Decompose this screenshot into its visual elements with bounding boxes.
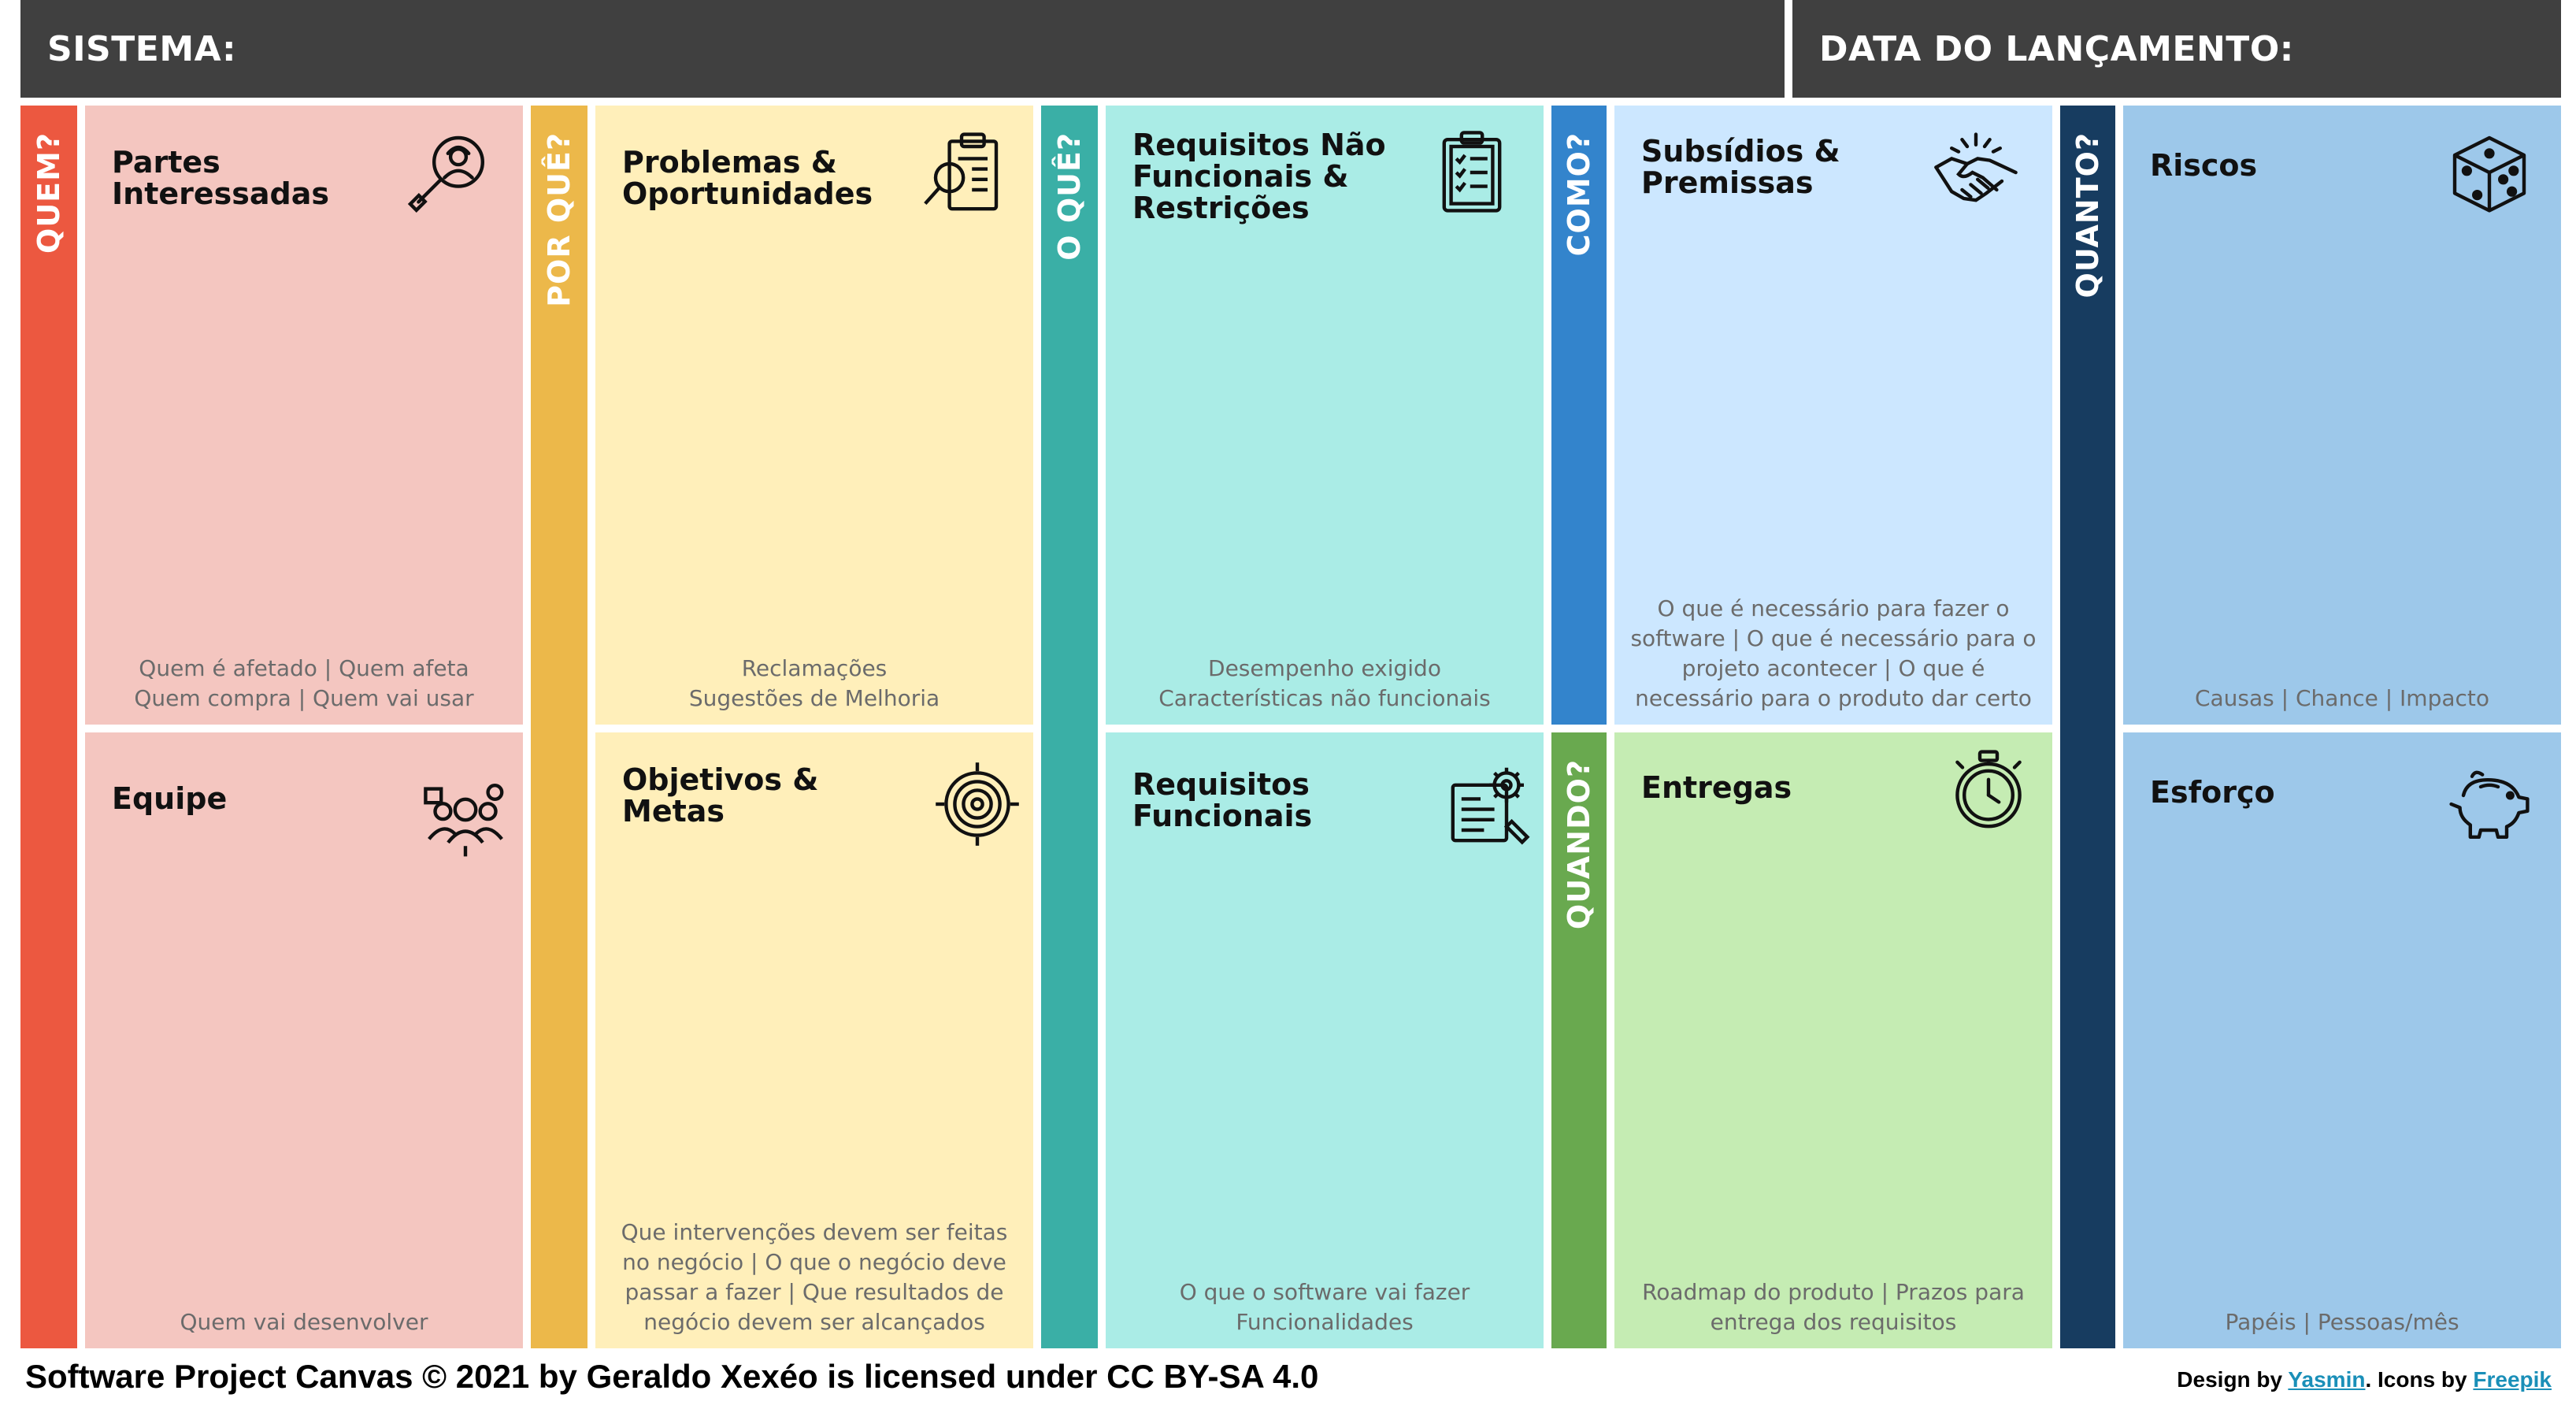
strip-quando-label: QUANDO? bbox=[1562, 759, 1596, 930]
panel-hint: Reclamações Sugestões de Melhoria bbox=[688, 655, 940, 711]
panel-title: Objetivos & Metas bbox=[622, 762, 819, 829]
panel-problemas: Problemas & Oportunidades Reclamações Su… bbox=[595, 106, 1033, 725]
credits-text: Design by Yasmin. Icons by Freepik bbox=[1890, 1367, 2552, 1402]
panel-hint: O que o software vai fazer Funcionalidad… bbox=[1179, 1279, 1470, 1335]
team-icon bbox=[422, 775, 509, 862]
strip-quanto-label: QUANTO? bbox=[2070, 132, 2105, 298]
panel-title: Partes Interessadas bbox=[112, 145, 329, 211]
sistema-header: SISTEMA: bbox=[20, 0, 1785, 98]
panel-hint: O que é necessário para fazer o software… bbox=[1630, 595, 2037, 711]
panel-equipe: Equipe Quem vai desenvolver bbox=[85, 732, 523, 1348]
panel-subsidios: Subsídios & Premissas O que é necessário… bbox=[1614, 106, 2052, 725]
panel-title: Requisitos Não Funcionais & Restrições bbox=[1132, 128, 1386, 225]
strip-quem-label: QUEM? bbox=[32, 132, 66, 254]
sistema-label: SISTEMA: bbox=[47, 28, 237, 69]
strip-quem: QUEM? bbox=[20, 106, 77, 1348]
strip-o-que-label: O QUÊ? bbox=[1052, 132, 1087, 261]
checklist-icon bbox=[1429, 129, 1515, 216]
freepik-link[interactable]: Freepik bbox=[2473, 1367, 2552, 1392]
panel-entregas: Entregas Roadmap do produto | Prazos par… bbox=[1614, 732, 2052, 1348]
panel-title: Subsídios & Premissas bbox=[1641, 134, 1840, 200]
panel-title: Equipe bbox=[112, 781, 228, 816]
strip-quanto: QUANTO? bbox=[2060, 106, 2115, 1348]
strip-por-que: POR QUÊ? bbox=[531, 106, 587, 1348]
stopwatch-icon bbox=[1945, 747, 2032, 833]
strip-por-que-label: POR QUÊ? bbox=[542, 132, 576, 307]
data-lancamento-header: DATA DO LANÇAMENTO: bbox=[1792, 0, 2561, 98]
panel-hint: Quem vai desenvolver bbox=[180, 1309, 428, 1335]
panel-hint: Quem é afetado | Quem afeta Quem compra … bbox=[134, 655, 474, 711]
panel-objetivos: Objetivos & Metas Que intervenções devem… bbox=[595, 732, 1033, 1348]
license-label: Software Project Canvas © 2021 by Gerald… bbox=[25, 1358, 1319, 1395]
document-gear-icon bbox=[1446, 761, 1533, 847]
panel-riscos: Riscos Causas | Chance | Impacto bbox=[2123, 106, 2561, 725]
designer-link[interactable]: Yasmin bbox=[2288, 1367, 2366, 1392]
panel-esforco: Esforço Papéis | Pessoas/mês bbox=[2123, 732, 2561, 1348]
handshake-icon bbox=[1933, 129, 2019, 216]
design-prefix: Design by bbox=[2177, 1367, 2289, 1392]
magnifier-person-icon bbox=[406, 129, 493, 216]
panel-hint: Desempenho exigido Características não f… bbox=[1158, 655, 1491, 711]
data-lancamento-label: DATA DO LANÇAMENTO: bbox=[1819, 28, 2294, 69]
panel-title: Entregas bbox=[1641, 770, 1792, 805]
panel-partes-interessadas: Partes Interessadas Quem é afetado | Que… bbox=[85, 106, 523, 725]
strip-como-label: COMO? bbox=[1562, 132, 1596, 257]
panel-title: Requisitos Funcionais bbox=[1132, 767, 1313, 833]
panel-hint: Causas | Chance | Impacto bbox=[2194, 685, 2490, 711]
strip-o-que: O QUÊ? bbox=[1041, 106, 1098, 1348]
strip-como: COMO? bbox=[1551, 106, 1607, 725]
piggy-bank-icon bbox=[2446, 761, 2533, 847]
panel-hint: Roadmap do produto | Prazos para entrega… bbox=[1642, 1279, 2025, 1335]
strip-quando: QUANDO? bbox=[1551, 732, 1607, 1348]
panel-requisitos-funcionais: Requisitos Funcionais O que o software v… bbox=[1106, 732, 1544, 1348]
dice-icon bbox=[2446, 129, 2533, 216]
clipboard-search-icon bbox=[918, 129, 1005, 216]
panel-title: Esforço bbox=[2150, 775, 2275, 810]
panel-hint: Que intervenções devem ser feitas no neg… bbox=[621, 1219, 1008, 1335]
target-icon bbox=[934, 761, 1021, 847]
panel-requisitos-nao-funcionais: Requisitos Não Funcionais & Restrições D… bbox=[1106, 106, 1544, 725]
panel-title: Riscos bbox=[2150, 148, 2258, 183]
panel-hint: Papéis | Pessoas/mês bbox=[2225, 1309, 2459, 1335]
panel-title: Problemas & Oportunidades bbox=[622, 145, 873, 211]
license-text: Software Project Canvas © 2021 by Gerald… bbox=[25, 1358, 1600, 1405]
icons-prefix: . Icons by bbox=[2365, 1367, 2474, 1392]
